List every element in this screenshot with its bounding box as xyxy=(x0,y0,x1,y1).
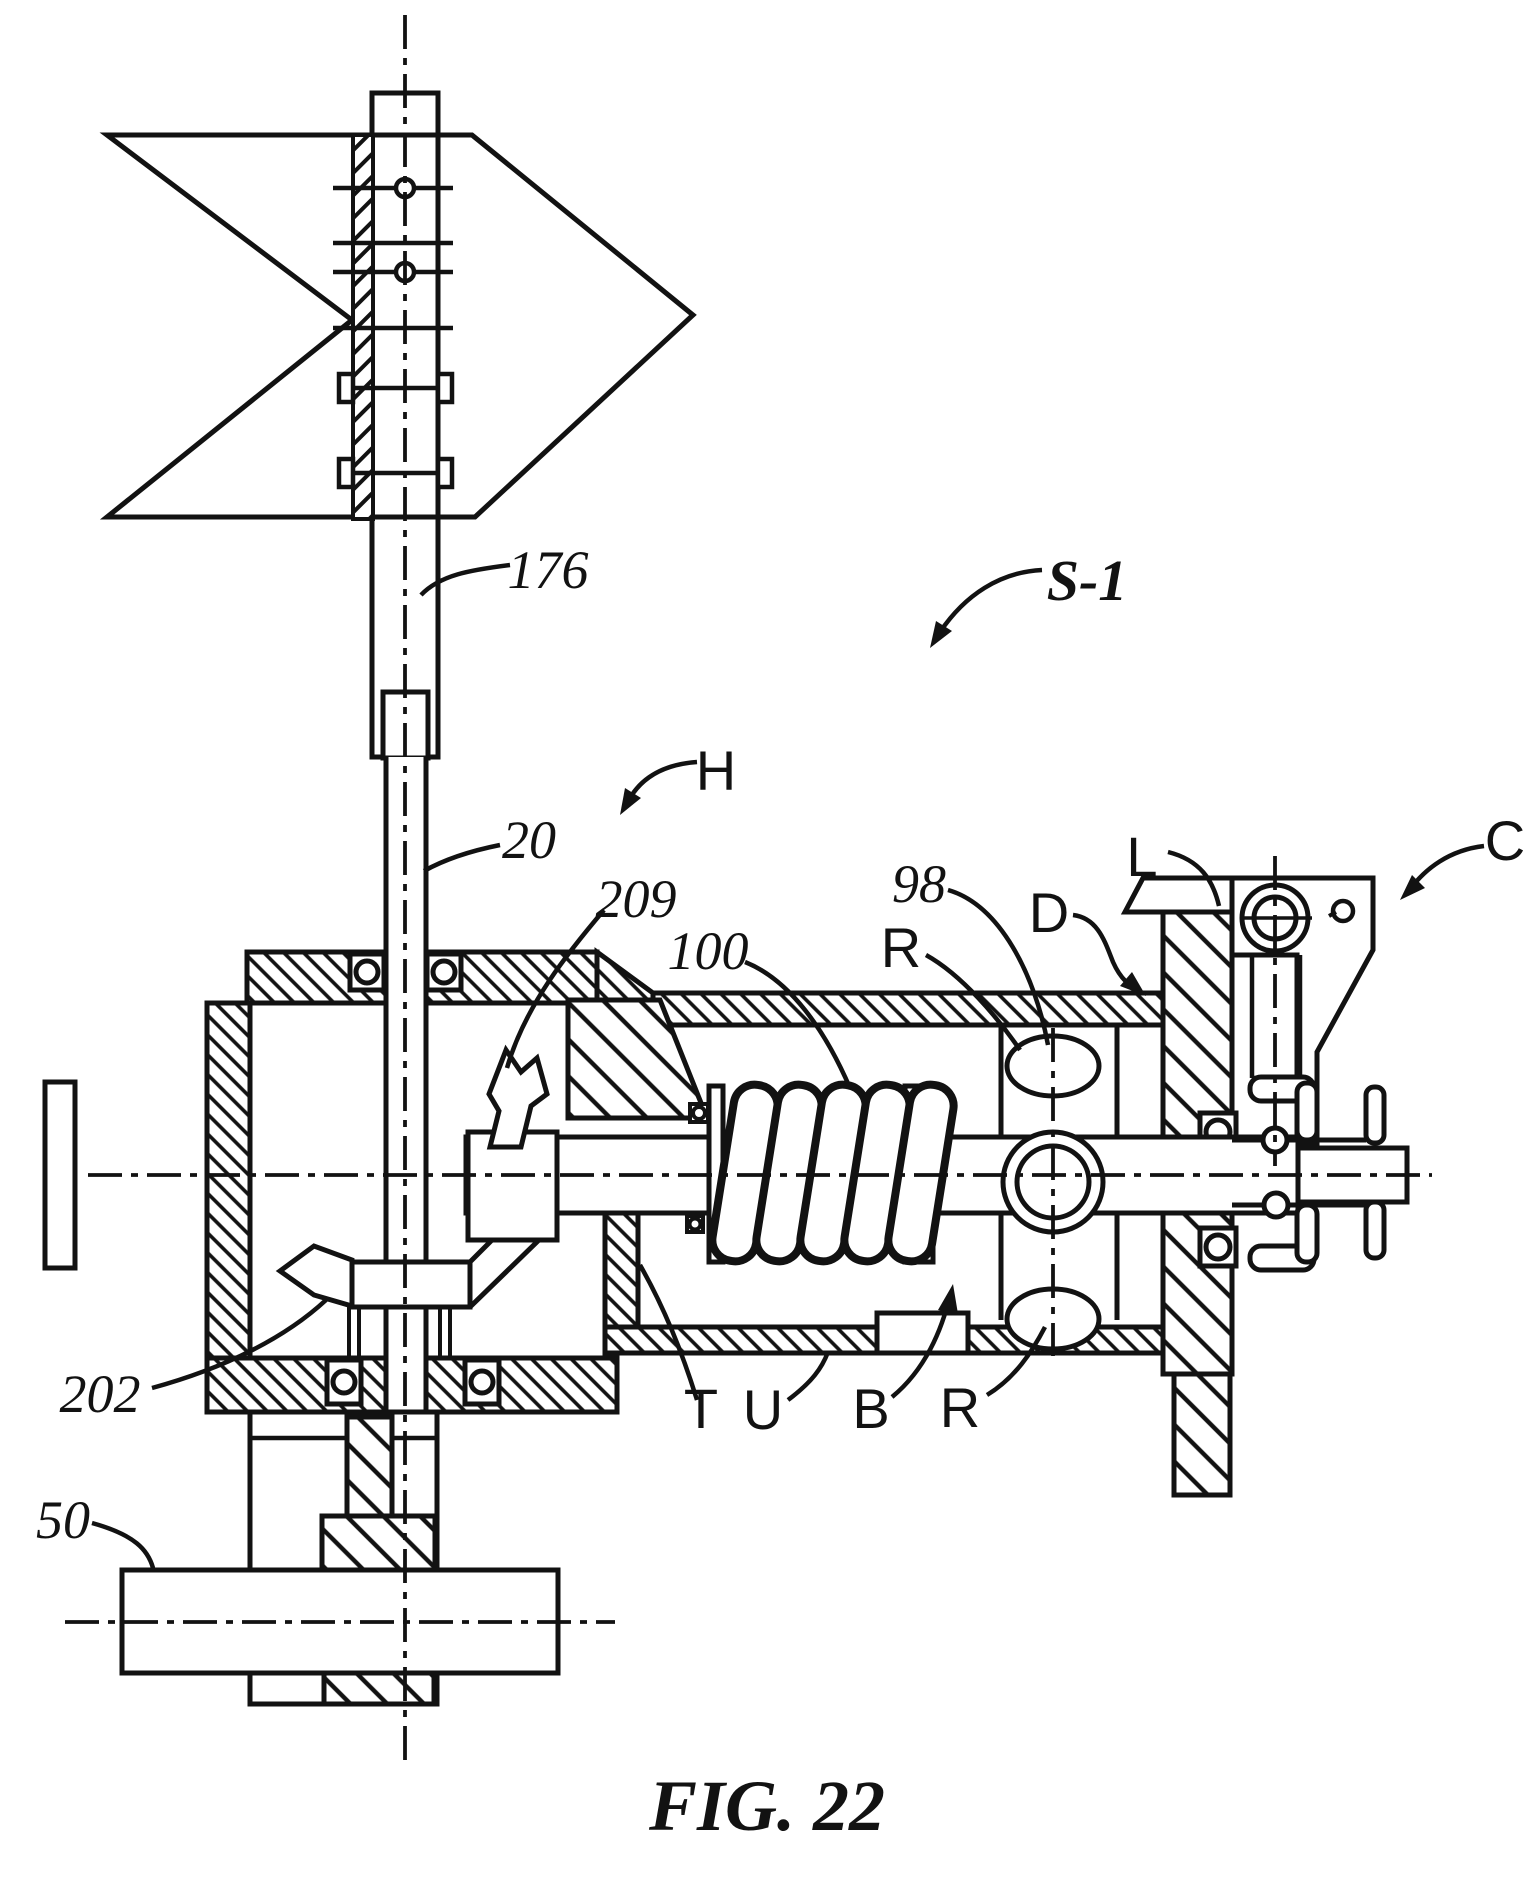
label-20: 20 xyxy=(502,810,556,870)
cap-upper xyxy=(1294,1080,1320,1143)
flag-vane-assembly xyxy=(99,90,697,761)
reference-labels: 176 S-1 H 20 209 100 98 R D L C T U B R … xyxy=(36,540,1525,1846)
crank-supports xyxy=(347,1307,452,1358)
label-98: 98 xyxy=(892,854,946,914)
arrowhead-d xyxy=(1120,972,1146,996)
bolt-head xyxy=(336,371,356,405)
label-100: 100 xyxy=(668,921,749,981)
label-t: T xyxy=(684,1377,718,1440)
leader-98 xyxy=(947,887,1051,1046)
label-r-lower: R xyxy=(940,1376,980,1439)
leader-r-lower xyxy=(985,1325,1047,1397)
bolt-head xyxy=(435,371,455,405)
label-c: C xyxy=(1485,809,1525,872)
crank-bar xyxy=(349,1259,473,1310)
below-shaft-hub xyxy=(321,1670,437,1707)
leader-202 xyxy=(151,1298,328,1391)
bottom-plate-bearings xyxy=(324,1357,502,1407)
bracket-hole xyxy=(1330,898,1356,924)
label-r-upper: R xyxy=(881,916,921,979)
shaft-bottom-hub-wide xyxy=(319,1513,438,1573)
label-b: B xyxy=(852,1377,889,1440)
coil-spring xyxy=(708,1080,958,1266)
leader-s1 xyxy=(938,567,1043,634)
top-plate-bearings xyxy=(347,951,464,993)
bracket-hole-tick xyxy=(1328,910,1337,918)
centerlines xyxy=(65,15,1432,1764)
leader-176 xyxy=(419,562,511,597)
label-u: U xyxy=(743,1378,783,1441)
barrel-top-wall xyxy=(650,990,1166,1028)
label-s1: S-1 xyxy=(1047,548,1128,613)
arrowhead-s1 xyxy=(930,621,952,648)
label-202: 202 xyxy=(60,1364,141,1424)
leader-t xyxy=(638,1263,700,1401)
flange-foot xyxy=(1171,1371,1233,1498)
bolt-head xyxy=(336,456,356,490)
spring-assembly xyxy=(706,1080,958,1266)
shaft-hub xyxy=(465,1129,560,1243)
leader-l xyxy=(1167,849,1222,907)
wedge-washers xyxy=(685,1102,710,1234)
leader-209 xyxy=(504,908,606,1069)
leader-lines xyxy=(91,562,1485,1569)
leader-20 xyxy=(422,842,501,873)
label-l: L xyxy=(1126,825,1157,888)
shaft-bottom-hub xyxy=(344,1414,395,1519)
label-d: D xyxy=(1029,881,1069,944)
arrowhead-c xyxy=(1400,875,1425,900)
pawl-209 xyxy=(486,1044,550,1150)
housing-left-wall xyxy=(204,1000,253,1403)
crank-arm-202 xyxy=(275,1222,543,1358)
fitting-bolt-lower xyxy=(1261,1190,1291,1220)
spring-seat-step-block xyxy=(874,1310,971,1356)
arrowhead-h xyxy=(620,788,641,815)
label-50: 50 xyxy=(36,1490,90,1550)
figure-caption: FIG. 22 xyxy=(648,1766,885,1846)
label-209: 209 xyxy=(596,869,677,929)
leader-50 xyxy=(91,1520,156,1569)
leader-r-upper xyxy=(924,953,1022,1052)
leader-arrowheads xyxy=(620,621,1425,1314)
tube-lower xyxy=(1363,1199,1387,1261)
axis-left-collar xyxy=(42,1079,78,1271)
leader-100 xyxy=(744,959,853,1089)
cap-lower xyxy=(1294,1202,1320,1265)
label-176: 176 xyxy=(508,540,589,600)
arrowhead-b xyxy=(938,1284,958,1314)
leader-u xyxy=(786,1351,831,1402)
bolt-head xyxy=(435,456,455,490)
tube-upper xyxy=(1363,1084,1387,1146)
barrel-left-lower-wall xyxy=(602,1210,641,1330)
label-h: H xyxy=(696,739,736,802)
crank-arrow-tip xyxy=(275,1243,355,1310)
